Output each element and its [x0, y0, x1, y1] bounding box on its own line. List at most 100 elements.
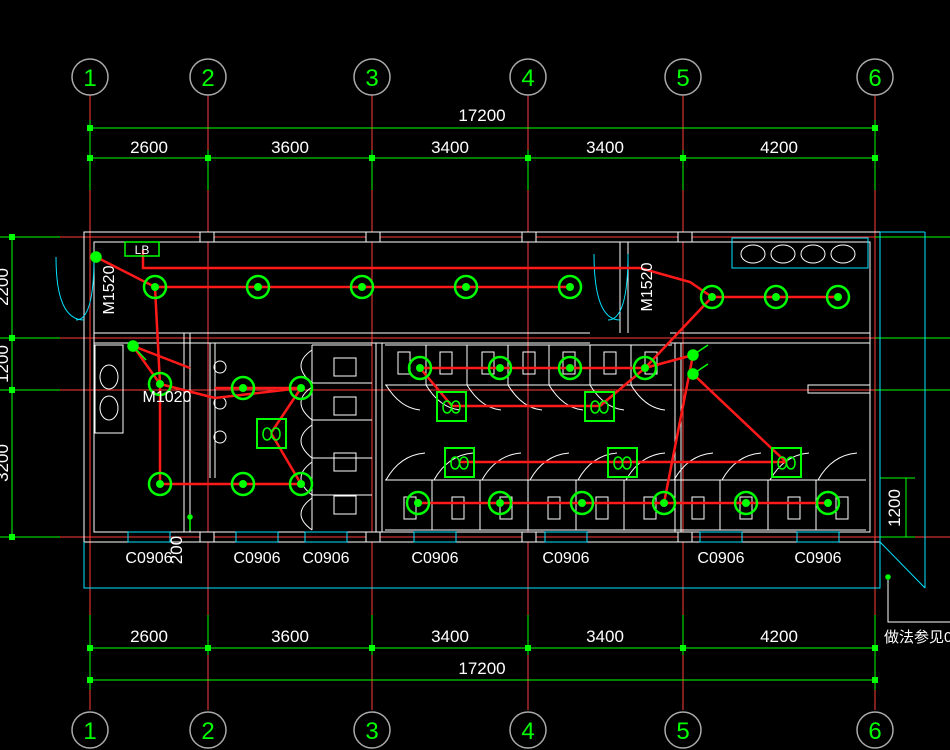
window-label: C0906: [542, 550, 589, 567]
axis-bubble: [189, 711, 227, 749]
dim-span-5-bottom: 4200: [760, 627, 798, 646]
toilet-icon: [333, 396, 357, 416]
sinks: [99, 244, 856, 444]
window-label: C0906: [233, 550, 280, 567]
lamp-icon: [632, 355, 658, 381]
lamp-icon: [230, 471, 256, 497]
lamp-icon: [288, 375, 314, 401]
door-label-m1520-left: M1520: [101, 265, 118, 314]
switch-icon: [187, 514, 193, 530]
lamp-icon: [453, 274, 479, 300]
dim-span-1-bottom: 2600: [130, 627, 168, 646]
axis-label-5-bottom: 5: [676, 718, 689, 745]
lamp-icon: [147, 471, 173, 497]
dim-left-2: 1200: [0, 345, 12, 383]
toilet-icon: [333, 357, 357, 377]
axis-bubble: [856, 711, 894, 749]
window-label: C0906: [302, 550, 349, 567]
lamp-icon: [699, 284, 725, 310]
window-label: C0906: [794, 550, 841, 567]
axis-label-1-bottom: 1: [83, 718, 96, 745]
sink-icon: [740, 244, 766, 264]
switch-icon: [687, 363, 709, 380]
axis-bubble: [509, 58, 547, 96]
toilet-icon: [787, 496, 801, 520]
toilet-icon: [643, 496, 657, 520]
switch-icon: [90, 251, 102, 263]
exhaust-fan-icon: [607, 447, 638, 478]
axis-bubble: [664, 711, 702, 749]
dim-span-4: 3400: [586, 138, 624, 157]
sink-icon: [99, 395, 119, 421]
dim-span-3: 3400: [431, 138, 469, 157]
axis-bubble: [856, 58, 894, 96]
axis-label-1: 1: [83, 65, 96, 92]
axis-bubble: [664, 58, 702, 96]
dim-left-1: 2200: [0, 268, 12, 306]
axis-label-4-bottom: 4: [521, 718, 534, 745]
toilet-icon: [333, 452, 357, 472]
exhaust-fan-icon: [436, 391, 467, 422]
switches: [90, 251, 891, 580]
dim-span-2: 3600: [271, 138, 309, 157]
switch-icon: [885, 574, 891, 580]
urinal-icon: [213, 360, 227, 374]
toilet-icon: [451, 496, 465, 520]
axis-bubbles-top: 1 2 3 4 5 6: [71, 58, 894, 96]
lamp-icon: [763, 284, 789, 310]
toilet-icon: [835, 496, 849, 520]
lamp-icon: [288, 471, 314, 497]
toilet-icon: [481, 351, 495, 375]
walls: [83, 231, 881, 543]
dim-span-2-bottom: 3600: [271, 627, 309, 646]
lamp-icon: [405, 490, 431, 516]
lamp-icon: [349, 274, 375, 300]
exhaust-fan-icon: [256, 418, 287, 449]
window-label: C0906: [411, 550, 458, 567]
note-leader: [887, 580, 950, 623]
toilets: [333, 351, 849, 520]
axis-label-4: 4: [521, 65, 534, 92]
switch-icon: [127, 340, 147, 361]
axis-bubble: [509, 711, 547, 749]
dim-total-top: 17200: [458, 106, 505, 125]
axis-label-2-bottom: 2: [201, 718, 214, 745]
distribution-box-label: LB: [135, 243, 150, 257]
axis-label-5: 5: [676, 65, 689, 92]
lamp-icon: [147, 371, 173, 397]
dim-total-bottom: 17200: [458, 659, 505, 678]
dim-right: 1200: [885, 489, 904, 527]
axis-label-6-bottom: 6: [868, 718, 881, 745]
window-label: C0906: [125, 550, 172, 567]
lamp-icon: [142, 274, 168, 300]
lamp-icon: [651, 490, 677, 516]
axis-bubble: [353, 711, 391, 749]
lamp-icon: [815, 490, 841, 516]
lamp-icon: [733, 490, 759, 516]
axis-label-3-bottom: 3: [365, 718, 378, 745]
dim-span-3-bottom: 3400: [431, 627, 469, 646]
toilet-icon: [562, 351, 576, 375]
toilet-icon: [595, 496, 609, 520]
lamp-icon: [407, 355, 433, 381]
toilet-icon: [439, 351, 453, 375]
sink-icon: [99, 364, 119, 390]
axis-label-3: 3: [365, 65, 378, 92]
axis-bubble: [189, 58, 227, 96]
axis-bubble: [71, 58, 109, 96]
axis-bubble: [353, 58, 391, 96]
toilet-icon: [547, 496, 561, 520]
outline-cyan: [55, 231, 926, 589]
dim-span-1: 2600: [130, 138, 168, 157]
distribution-box: [124, 241, 160, 257]
exhaust-fan-icon: [584, 391, 615, 422]
urinal-icon: [213, 430, 227, 444]
toilet-icon: [603, 351, 617, 375]
exhaust-fan-icon: [771, 447, 802, 478]
exhaust-fan-icon: [444, 447, 475, 478]
lamp-icon: [230, 375, 256, 401]
axis-bubble: [71, 711, 109, 749]
door-label-m1020: M1020: [143, 389, 192, 406]
lamp-icon: [569, 490, 595, 516]
